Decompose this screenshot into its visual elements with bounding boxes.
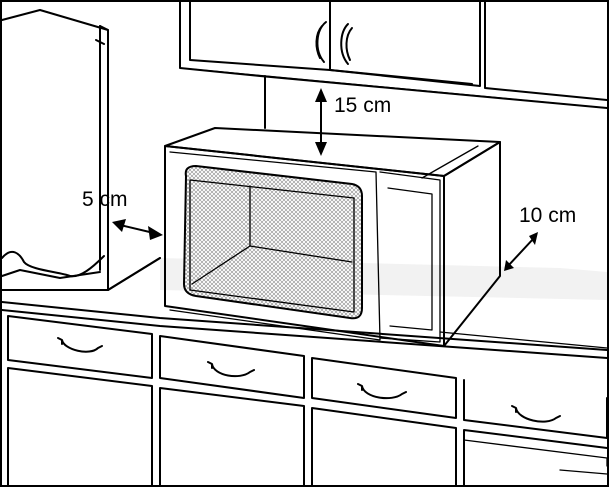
lower-cabinets bbox=[7, 315, 608, 487]
left-cabinet-handle-icon bbox=[315, 21, 327, 63]
upper-cabinets bbox=[179, 1, 608, 129]
drawer-handle-icon bbox=[57, 337, 103, 353]
side-clearance-label: 5 cm bbox=[82, 188, 128, 211]
drawer-handle-icon bbox=[207, 361, 255, 378]
rear-clearance-label: 10 cm bbox=[519, 204, 576, 227]
right-cabinet-handle-icon bbox=[340, 23, 353, 65]
drawer-handle-icon bbox=[357, 383, 407, 400]
microwave-door-window bbox=[182, 164, 363, 320]
drawer-handle-icon bbox=[511, 405, 561, 423]
top-clearance-arrow bbox=[315, 88, 327, 156]
top-clearance-label: 15 cm bbox=[334, 94, 391, 117]
microwave-oven bbox=[164, 127, 501, 347]
side-clearance-arrow bbox=[112, 219, 163, 240]
countertop bbox=[1, 257, 608, 359]
rear-clearance-arrow bbox=[504, 232, 538, 271]
